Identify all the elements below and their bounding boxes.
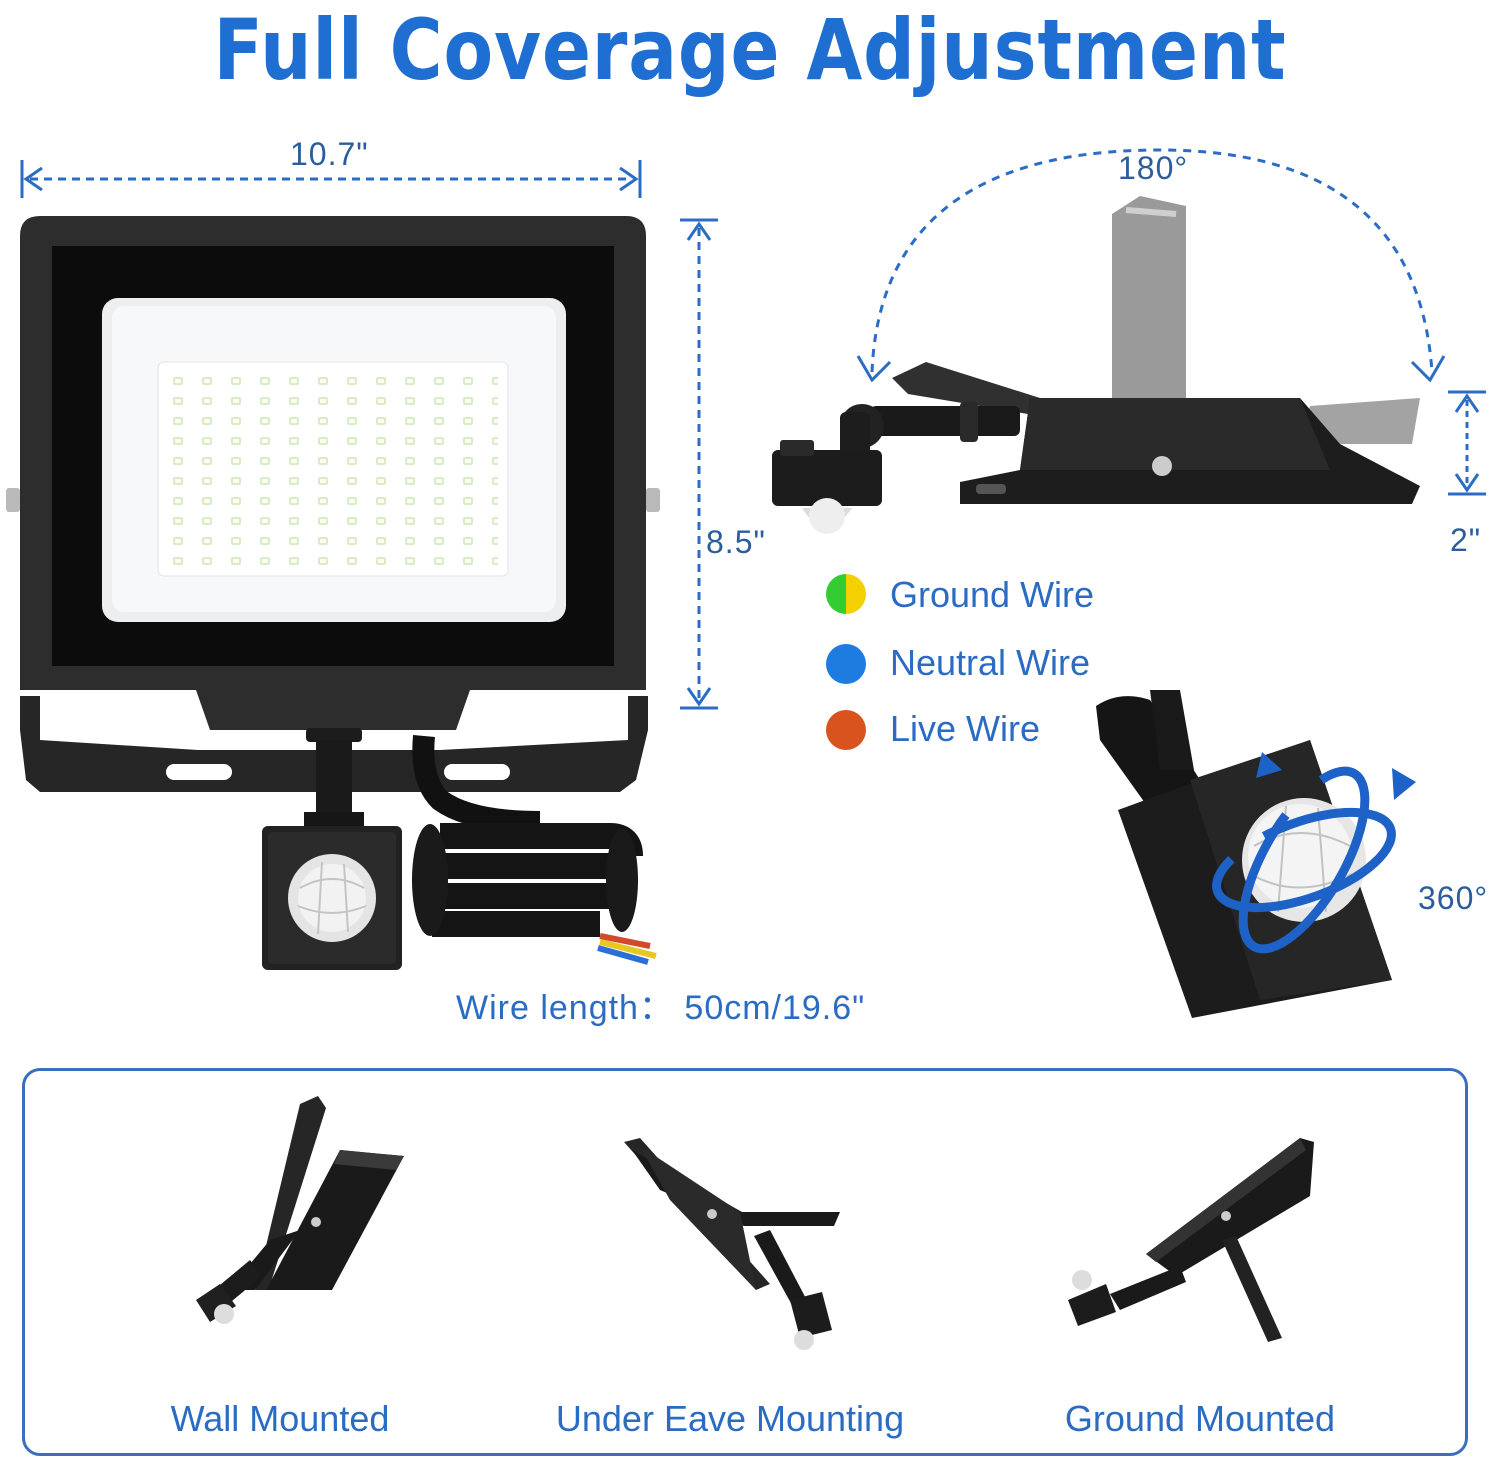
wall-mounted-sensor: [196, 1260, 262, 1324]
floodlight-side-view: [772, 148, 1486, 534]
sensor-closeup: [1096, 690, 1416, 1018]
neutral-wire-color-icon: [826, 644, 866, 684]
ground-wire-color-icon: [826, 574, 866, 614]
depth-label: 2": [1450, 522, 1482, 558]
depth-dimension-arrow: [1448, 390, 1486, 496]
mounting-label-wall: Wall Mounted: [170, 1398, 390, 1439]
legend-item-live: Live Wire: [824, 708, 1144, 776]
width-dimension-arrow: [20, 160, 642, 198]
legend-item-neutral: Neutral Wire: [824, 640, 1144, 708]
wire-legend: Ground Wire Neutral Wire Live Wire: [824, 572, 1144, 776]
legend-label: Neutral Wire: [890, 642, 1091, 683]
tilt-angle-label: 180°: [1118, 150, 1189, 186]
mounting-label-under-eave: Under Eave Mounting: [555, 1398, 905, 1439]
legend-label: Live Wire: [890, 708, 1041, 749]
legend-item-ground: Ground Wire: [824, 572, 1144, 640]
mounting-options-panel: [22, 1068, 1468, 1456]
wall-mounted-illustration: [228, 1096, 404, 1290]
ground-mounted-illustration: [1068, 1138, 1314, 1342]
floodlight-front-view: [6, 160, 718, 970]
mounting-label-ground: Ground Mounted: [1064, 1398, 1336, 1439]
tilt-arc: [870, 148, 1434, 373]
live-wire-color-icon: [826, 710, 866, 750]
rotation-angle-label: 360°: [1418, 880, 1489, 916]
page-title: Full Coverage Adjustment: [213, 1, 1287, 99]
width-label: 10.7": [290, 136, 369, 172]
wire-length-label: Wire length： 50cm/19.6": [456, 989, 866, 1027]
legend-label: Ground Wire: [890, 574, 1095, 615]
height-dimension-arrow: [680, 218, 718, 710]
height-label: 8.5": [706, 524, 766, 560]
under-eave-illustration: [624, 1138, 840, 1350]
